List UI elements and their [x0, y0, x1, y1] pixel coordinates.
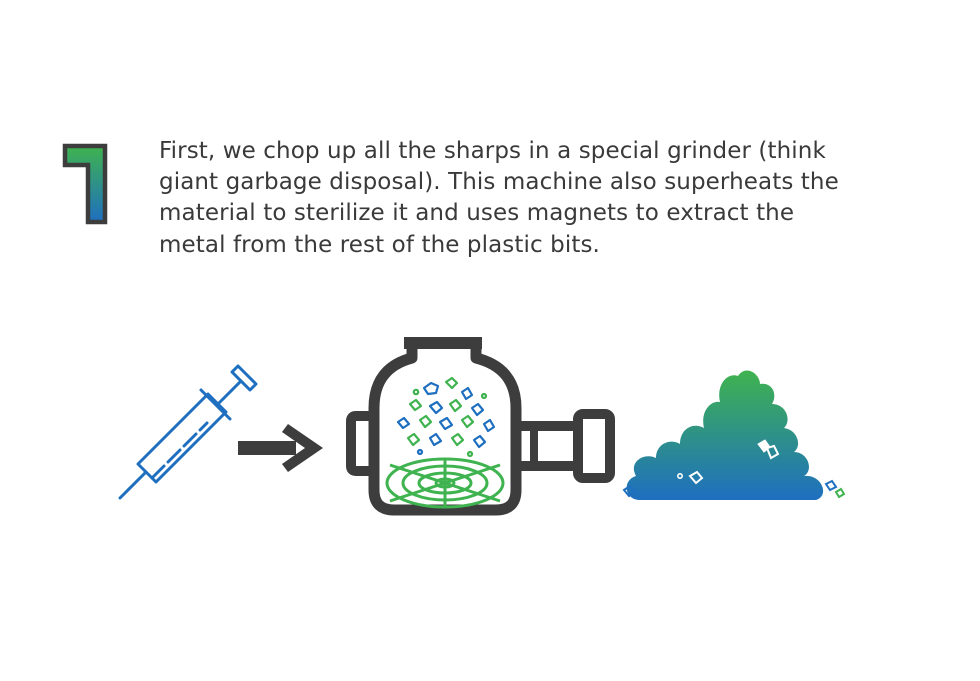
step-description: First, we chop up all the sharps in a sp…: [159, 138, 839, 258]
step-number-badge: 1: [62, 143, 108, 225]
arrow-right-icon: [238, 424, 323, 472]
syringe-icon: [118, 364, 258, 500]
grinder-blade-icon: [385, 457, 505, 509]
process-illustration: [118, 337, 846, 516]
shredded-bits-icon: [396, 376, 496, 458]
plastic-pile-icon: [622, 370, 846, 500]
grinder-machine-icon: [346, 337, 615, 516]
